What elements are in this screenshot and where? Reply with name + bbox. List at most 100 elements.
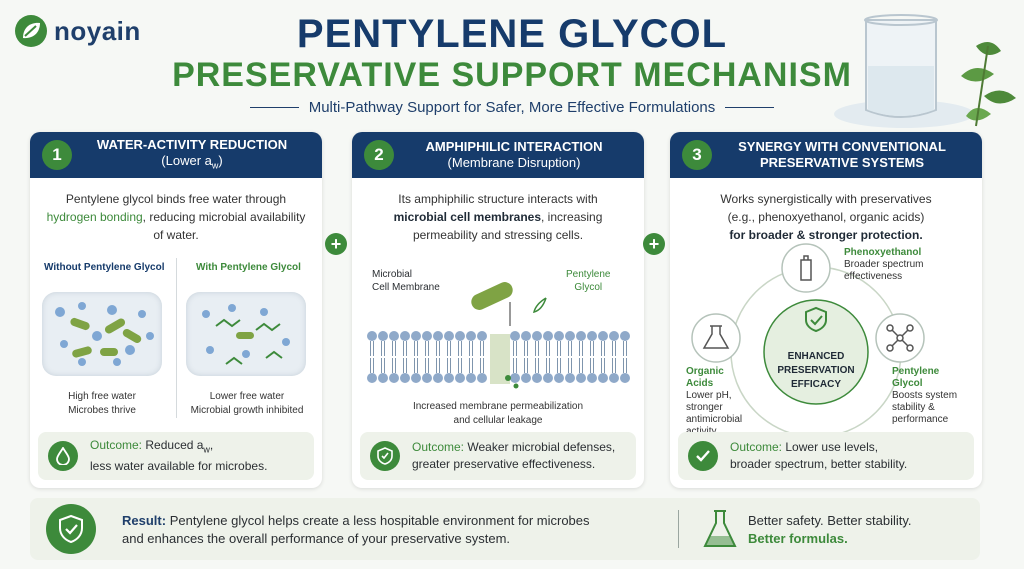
outcome-text: Outcome: Reduced aw, less water availabl… xyxy=(90,437,268,474)
lipid-head xyxy=(367,331,377,341)
lipid-head xyxy=(620,331,630,341)
lipid-head xyxy=(554,331,564,341)
lipid-tail xyxy=(612,341,616,373)
lipid-head xyxy=(433,331,443,341)
card-title-main: WATER-ACTIVITY REDUCTION xyxy=(96,136,288,152)
step-number-badge: 3 xyxy=(682,140,712,170)
card-header: 2 AMPHIPHILIC INTERACTION (Membrane Disr… xyxy=(352,132,644,178)
outcome-text: Outcome: Weaker microbial defenses, grea… xyxy=(412,440,616,471)
result-text: Result: Pentylene glycol helps create a … xyxy=(122,513,590,546)
tagline-text: Multi-Pathway Support for Safer, More Ef… xyxy=(308,99,716,116)
lipid-tail xyxy=(623,341,627,373)
panel-low-water xyxy=(186,292,306,376)
tagline-rule-right xyxy=(725,107,774,108)
card-header: 1 WATER-ACTIVITY REDUCTION (Lower aw) xyxy=(30,132,322,178)
card-header: 3 SYNERGY WITH CONVENTIONAL PRESERVATIVE… xyxy=(670,132,982,178)
lipid-tail xyxy=(469,341,473,373)
lipid-head xyxy=(367,373,377,383)
lipid-head xyxy=(411,331,421,341)
card-title-main-1: SYNERGY WITH CONVENTIONAL xyxy=(738,139,946,154)
card-description: Its amphiphilic structure interacts with… xyxy=(393,192,603,242)
synergy-diagram xyxy=(691,243,925,438)
card-amphiphilic: 2 AMPHIPHILIC INTERACTION (Membrane Disr… xyxy=(352,132,644,488)
lipid-head xyxy=(543,331,553,341)
lipid-tail xyxy=(480,341,484,373)
microbes-water-illustration xyxy=(55,302,154,366)
card-synergy: 3 SYNERGY WITH CONVENTIONAL PRESERVATIVE… xyxy=(670,132,982,488)
card-description: Works synergistically with preservatives… xyxy=(720,192,932,242)
lipid-head xyxy=(422,331,432,341)
lipid-head xyxy=(466,331,476,341)
lipid-head xyxy=(598,373,608,383)
lipid-tail xyxy=(590,341,594,373)
lipid-head xyxy=(444,373,454,383)
lipid-head xyxy=(466,373,476,383)
tagline-rule-left xyxy=(250,107,299,108)
panel-divider xyxy=(176,258,177,418)
lipid-head xyxy=(598,331,608,341)
step-number-badge: 2 xyxy=(364,140,394,170)
lipid-tail xyxy=(370,341,374,373)
lipid-head xyxy=(400,373,410,383)
outcome-box: Outcome: Lower use levels, broader spect… xyxy=(678,432,974,480)
panel-high-water xyxy=(42,292,162,376)
card-title: WATER-ACTIVITY REDUCTION (Lower aw) xyxy=(72,137,322,174)
outcome-box: Outcome: Reduced aw, less water availabl… xyxy=(38,432,314,480)
lipid-head xyxy=(389,373,399,383)
lipid-tail xyxy=(524,341,528,373)
card-water-activity: 1 WATER-ACTIVITY REDUCTION (Lower aw) Pe… xyxy=(30,132,322,488)
lipid-tail xyxy=(601,341,605,373)
outcome-text: Outcome: Lower use levels, broader spect… xyxy=(730,440,908,471)
lipid-tail xyxy=(513,341,517,373)
lipid-tail xyxy=(546,341,550,373)
lipid-head xyxy=(477,331,487,341)
lipid-tail xyxy=(414,341,418,373)
lipid-head xyxy=(554,373,564,383)
tagline: Multi-Pathway Support for Safer, More Ef… xyxy=(250,99,774,116)
lipid-head xyxy=(609,373,619,383)
lipid-head xyxy=(576,331,586,341)
lipid-tail xyxy=(579,341,583,373)
beaker-leaves-illustration xyxy=(834,14,1016,128)
card-title: AMPHIPHILIC INTERACTION (Membrane Disrup… xyxy=(394,139,644,171)
lipid-tail xyxy=(436,341,440,373)
lipid-head xyxy=(400,331,410,341)
lipid-head xyxy=(587,331,597,341)
label-with-glycol: With Pentylene Glycol xyxy=(196,262,301,273)
result-tagline: Better safety. Better stability. Better … xyxy=(748,513,912,546)
lipid-head xyxy=(587,373,597,383)
lipid-head xyxy=(620,373,630,383)
lipid-head xyxy=(609,331,619,341)
lipid-tail xyxy=(403,341,407,373)
lipid-head xyxy=(378,331,388,341)
lipid-head xyxy=(444,331,454,341)
lipid-head xyxy=(532,373,542,383)
water-drop-icon xyxy=(48,441,78,471)
lipid-head xyxy=(411,373,421,383)
shield-check-icon xyxy=(46,504,96,554)
card-title-sub: (Membrane Disruption) xyxy=(447,155,581,170)
lipid-head xyxy=(378,373,388,383)
membrane-illustration xyxy=(367,282,630,389)
lipid-tail xyxy=(535,341,539,373)
plus-icon: + xyxy=(325,233,347,255)
lipid-tail xyxy=(392,341,396,373)
card-description: Pentylene glycol binds free water throug… xyxy=(46,192,306,242)
lipid-head xyxy=(521,331,531,341)
step-number-badge: 1 xyxy=(42,140,72,170)
lipid-head xyxy=(565,331,575,341)
lipid-head xyxy=(510,331,520,341)
flask-icon xyxy=(703,510,737,547)
lipid-tail xyxy=(557,341,561,373)
lipid-head xyxy=(576,373,586,383)
lipid-tail xyxy=(568,341,572,373)
